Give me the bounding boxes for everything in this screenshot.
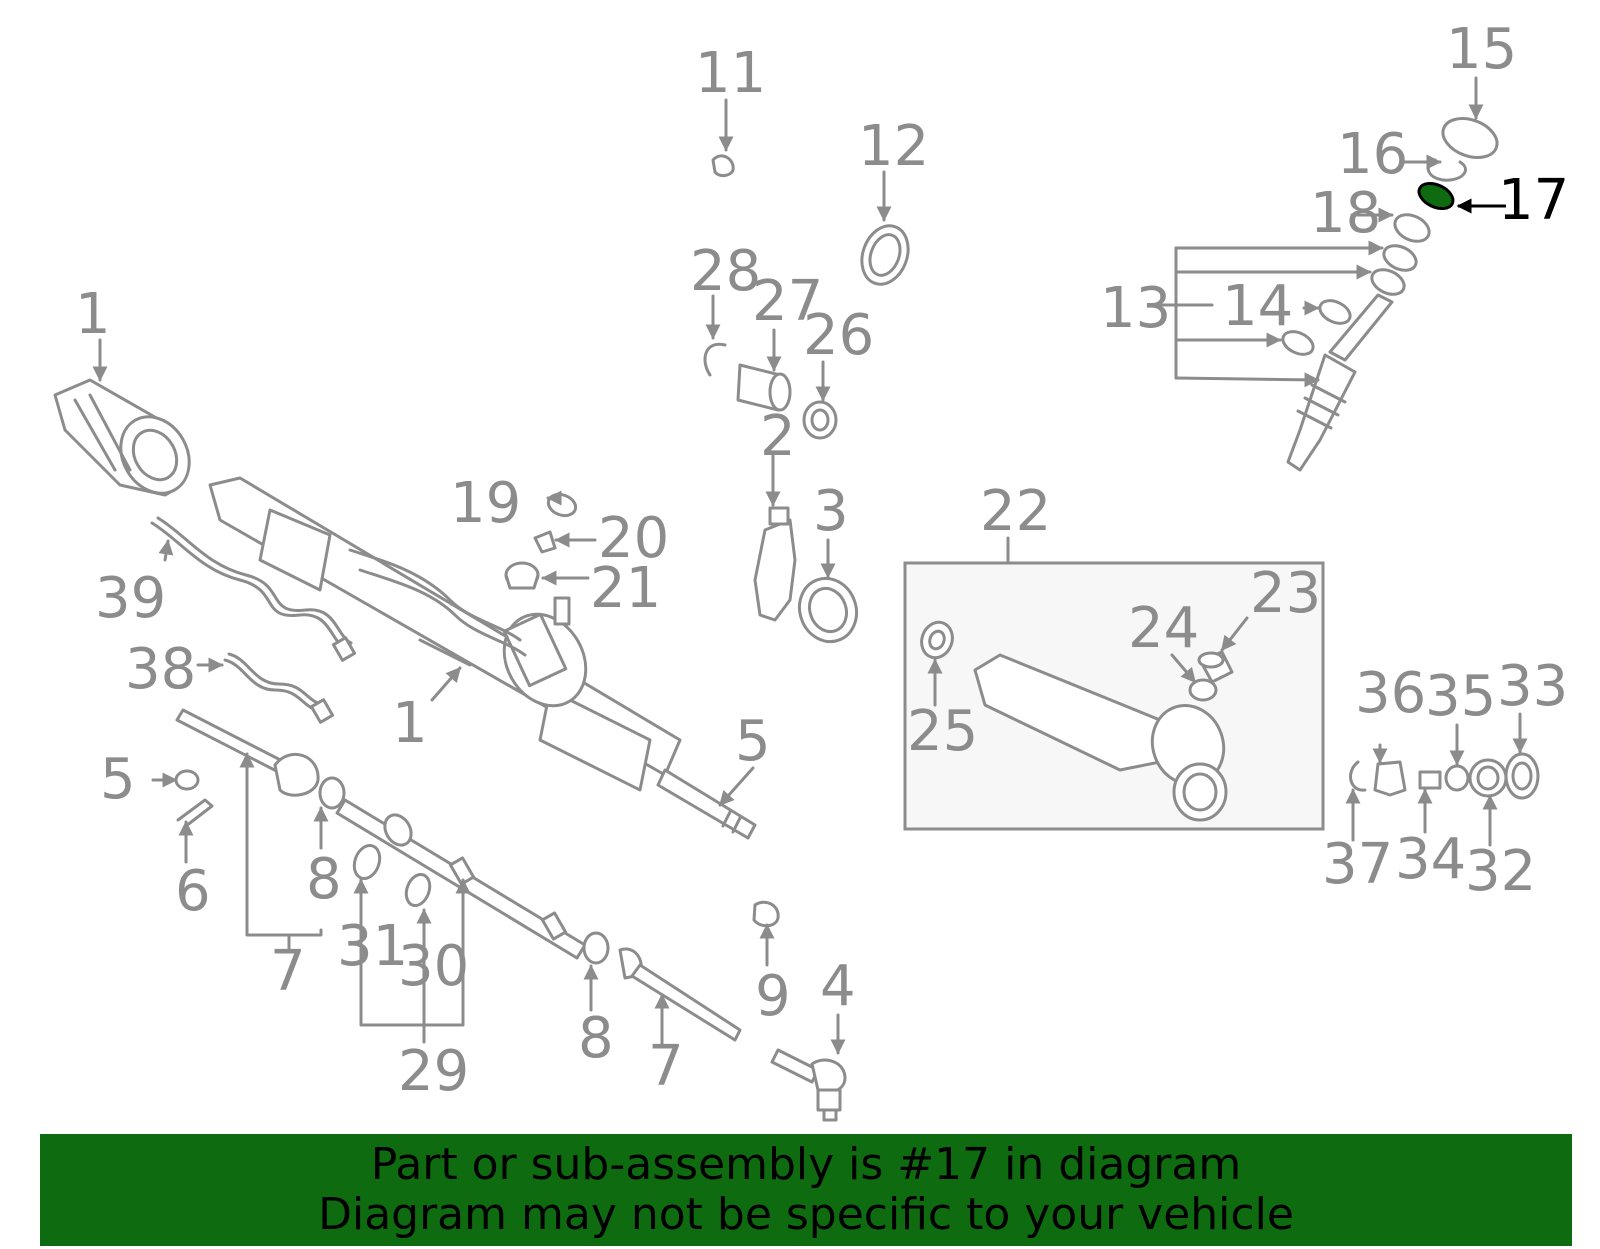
label-34: 34	[1395, 827, 1466, 892]
part-31-ring[interactable]	[350, 842, 384, 882]
part-20-nut[interactable]	[533, 530, 557, 554]
banner-line-part: Part or sub-assembly is #17 in diagram	[370, 1139, 1242, 1190]
label-3: 3	[813, 479, 849, 544]
part-21-cover[interactable]	[504, 561, 540, 590]
label-27: 27	[752, 269, 823, 334]
part-32-plug[interactable]	[1468, 758, 1508, 798]
part-17-seal[interactable]	[1415, 178, 1457, 213]
part-9-nut[interactable]	[752, 900, 780, 928]
label-7-right: 7	[648, 1034, 684, 1099]
label-18: 18	[1310, 181, 1381, 246]
part-27-bushing[interactable]	[736, 363, 792, 412]
label-14: 14	[1222, 274, 1293, 339]
part-33-locknut[interactable]	[1504, 752, 1540, 800]
part-28-clip[interactable]	[703, 342, 727, 377]
part-6-cotter-pin[interactable]	[176, 798, 214, 828]
part-18-bearing[interactable]	[1391, 210, 1434, 247]
label-37: 37	[1322, 832, 1393, 897]
label-19: 19	[450, 471, 521, 536]
label-36: 36	[1355, 661, 1426, 726]
label-21: 21	[590, 556, 661, 621]
part-5-rack-end[interactable]	[656, 768, 757, 840]
label-10: 1	[75, 282, 111, 347]
part-8-washer-right[interactable]	[582, 931, 610, 965]
label-31: 31	[337, 914, 408, 979]
part-4-tie-rod-end[interactable]	[770, 1048, 847, 1122]
part-23-plug[interactable]	[1197, 650, 1234, 684]
label-5-right: 5	[735, 709, 771, 774]
label-7-left: 7	[270, 939, 306, 1004]
part-7-tie-rod-right[interactable]	[618, 947, 742, 1042]
leader-lines	[92, 76, 1528, 1055]
part-15-cap[interactable]	[1438, 112, 1503, 165]
label-15: 15	[1446, 17, 1517, 82]
label-1: 1	[392, 691, 428, 756]
part-34-spring[interactable]	[1418, 770, 1442, 790]
label-8-right: 8	[578, 1006, 614, 1071]
label-29: 29	[398, 1039, 469, 1104]
part-13-seal-b[interactable]	[1368, 265, 1408, 299]
label-22: 22	[980, 479, 1051, 544]
part-10-boot[interactable]	[53, 378, 203, 506]
label-16: 16	[1337, 122, 1408, 187]
part-19-cap[interactable]	[545, 491, 578, 519]
inset-box-22	[903, 561, 1325, 831]
part-8-washer-left[interactable]	[318, 776, 346, 810]
label-33: 33	[1497, 654, 1568, 719]
part-35-washer[interactable]	[1444, 764, 1470, 792]
banner-line-disclaimer: Diagram may not be specific to your vehi…	[318, 1189, 1294, 1240]
part-2-bracket[interactable]	[753, 506, 797, 622]
part-39-tube[interactable]	[150, 516, 357, 662]
part-11-fitting[interactable]	[711, 154, 735, 178]
label-13: 13	[1100, 276, 1171, 341]
label-30: 30	[398, 934, 469, 999]
part-7-tie-rod-left[interactable]	[175, 708, 320, 797]
label-38: 38	[125, 637, 196, 702]
label-12: 12	[858, 114, 929, 179]
label-2: 2	[760, 404, 796, 469]
label-26: 26	[803, 303, 874, 368]
part-38-tube[interactable]	[223, 652, 335, 724]
label-9: 9	[755, 964, 791, 1029]
label-17: 17	[1498, 168, 1569, 233]
part-5-nut[interactable]	[174, 769, 200, 791]
part-pinion-shaft[interactable]	[1286, 293, 1394, 472]
info-banner: Part or sub-assembly is #17 in diagram D…	[40, 1134, 1572, 1246]
label-20: 20	[598, 506, 669, 571]
part-22-housing[interactable]	[973, 653, 1235, 822]
part-26-seal[interactable]	[802, 400, 838, 440]
part-3-grommet[interactable]	[791, 570, 866, 649]
part-12-clamp[interactable]	[854, 219, 916, 290]
label-39: 39	[95, 566, 166, 631]
label-5-left: 5	[100, 747, 136, 812]
label-4: 4	[820, 954, 856, 1019]
label-32: 32	[1465, 839, 1536, 904]
label-23: 23	[1250, 561, 1321, 626]
part-13-seal-c[interactable]	[1279, 327, 1316, 359]
part-30-ring[interactable]	[402, 871, 434, 909]
label-8-left: 8	[306, 847, 342, 912]
part-14-ring[interactable]	[1316, 296, 1353, 328]
label-25: 25	[907, 699, 978, 764]
part-36-yoke[interactable]	[1373, 760, 1407, 797]
label-35: 35	[1425, 664, 1496, 729]
label-6: 6	[175, 859, 211, 924]
part-25-seal[interactable]	[917, 618, 958, 662]
label-11: 11	[695, 41, 766, 106]
label-24: 24	[1128, 596, 1199, 661]
label-28: 28	[690, 239, 761, 304]
part-13-seal-a[interactable]	[1380, 241, 1420, 275]
part-1-rack-housing[interactable]	[208, 476, 682, 792]
part-37-clip[interactable]	[1349, 760, 1367, 792]
part-24-ring[interactable]	[1188, 678, 1218, 702]
